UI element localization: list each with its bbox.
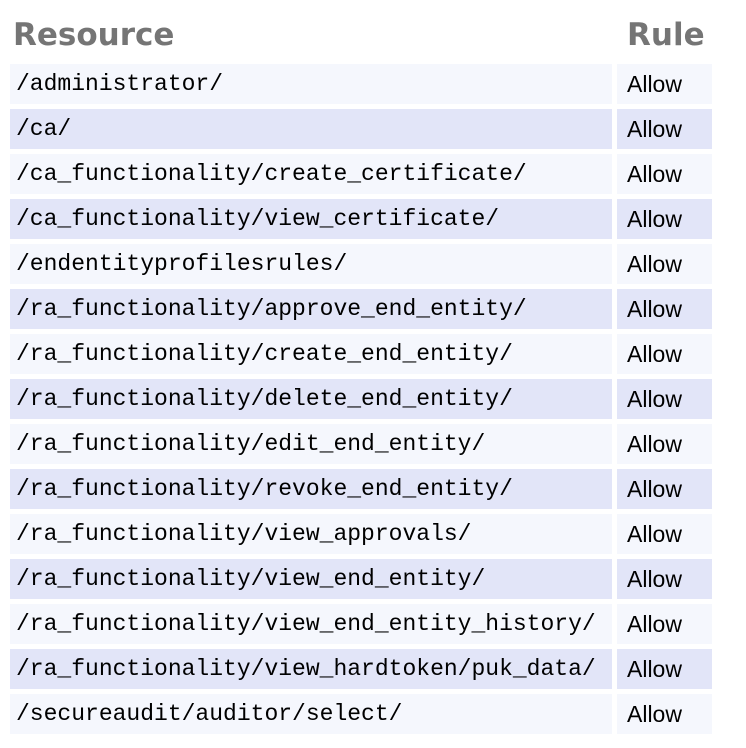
table-row: /ra_functionality/create_end_entity/Allo…	[10, 334, 712, 374]
resource-path-cell: /endentityprofilesrules/	[10, 244, 612, 284]
table-row: /ra_functionality/view_end_entity_histor…	[10, 604, 712, 644]
resource-path-cell: /ra_functionality/view_end_entity/	[10, 559, 612, 599]
rule-value-cell: Allow	[617, 559, 712, 599]
table-row: /ra_functionality/delete_end_entity/Allo…	[10, 379, 712, 419]
table-row: /endentityprofilesrules/Allow	[10, 244, 712, 284]
resource-path-cell: /ra_functionality/view_end_entity_histor…	[10, 604, 612, 644]
table-row: /ca_functionality/view_certificate/Allow	[10, 199, 712, 239]
table-row: /administrator/Allow	[10, 64, 712, 104]
resource-path-cell: /ca_functionality/view_certificate/	[10, 199, 612, 239]
rule-value-cell: Allow	[617, 469, 712, 509]
access-rules-header: Resource Rule	[10, 13, 712, 59]
rule-value-cell: Allow	[617, 64, 712, 104]
header-row: Resource Rule	[10, 13, 712, 59]
rule-column-header: Rule	[627, 17, 705, 53]
rule-value-cell: Allow	[617, 649, 712, 689]
table-row: /ca_functionality/create_certificate/All…	[10, 154, 712, 194]
rule-value-cell: Allow	[617, 694, 712, 734]
resource-path-cell: /ra_functionality/approve_end_entity/	[10, 289, 612, 329]
rule-value-cell: Allow	[617, 199, 712, 239]
resource-path-cell: /ra_functionality/view_approvals/	[10, 514, 612, 554]
resource-path-cell: /ra_functionality/edit_end_entity/	[10, 424, 612, 464]
rule-value-cell: Allow	[617, 604, 712, 644]
table-row: /ra_functionality/edit_end_entity/Allow	[10, 424, 712, 464]
table-row: /ra_functionality/revoke_end_entity/Allo…	[10, 469, 712, 509]
resource-path-cell: /ca/	[10, 109, 612, 149]
table-row: /ra_functionality/view_hardtoken/puk_dat…	[10, 649, 712, 689]
resource-column-header: Resource	[13, 17, 175, 53]
rule-value-cell: Allow	[617, 289, 712, 329]
table-row: /ca/Allow	[10, 109, 712, 149]
rule-value-cell: Allow	[617, 334, 712, 374]
resource-path-cell: /ca_functionality/create_certificate/	[10, 154, 612, 194]
table-row: /ra_functionality/view_end_entity/Allow	[10, 559, 712, 599]
table-row: /ra_functionality/view_approvals/Allow	[10, 514, 712, 554]
resource-path-cell: /ra_functionality/delete_end_entity/	[10, 379, 612, 419]
rule-value-cell: Allow	[617, 424, 712, 464]
access-rules-table: Resource Rule /administrator/Allow/ca/Al…	[5, 8, 717, 739]
resource-path-cell: /secureaudit/auditor/select/	[10, 694, 612, 734]
rule-value-cell: Allow	[617, 514, 712, 554]
table-row: /ra_functionality/approve_end_entity/All…	[10, 289, 712, 329]
resource-path-cell: /administrator/	[10, 64, 612, 104]
rule-value-cell: Allow	[617, 379, 712, 419]
resource-path-cell: /ra_functionality/create_end_entity/	[10, 334, 612, 374]
resource-path-cell: /ra_functionality/revoke_end_entity/	[10, 469, 612, 509]
access-rules-body: /administrator/Allow/ca/Allow/ca_functio…	[10, 64, 712, 734]
rule-value-cell: Allow	[617, 154, 712, 194]
rule-value-cell: Allow	[617, 244, 712, 284]
rule-value-cell: Allow	[617, 109, 712, 149]
resource-path-cell: /ra_functionality/view_hardtoken/puk_dat…	[10, 649, 612, 689]
table-row: /secureaudit/auditor/select/Allow	[10, 694, 712, 734]
